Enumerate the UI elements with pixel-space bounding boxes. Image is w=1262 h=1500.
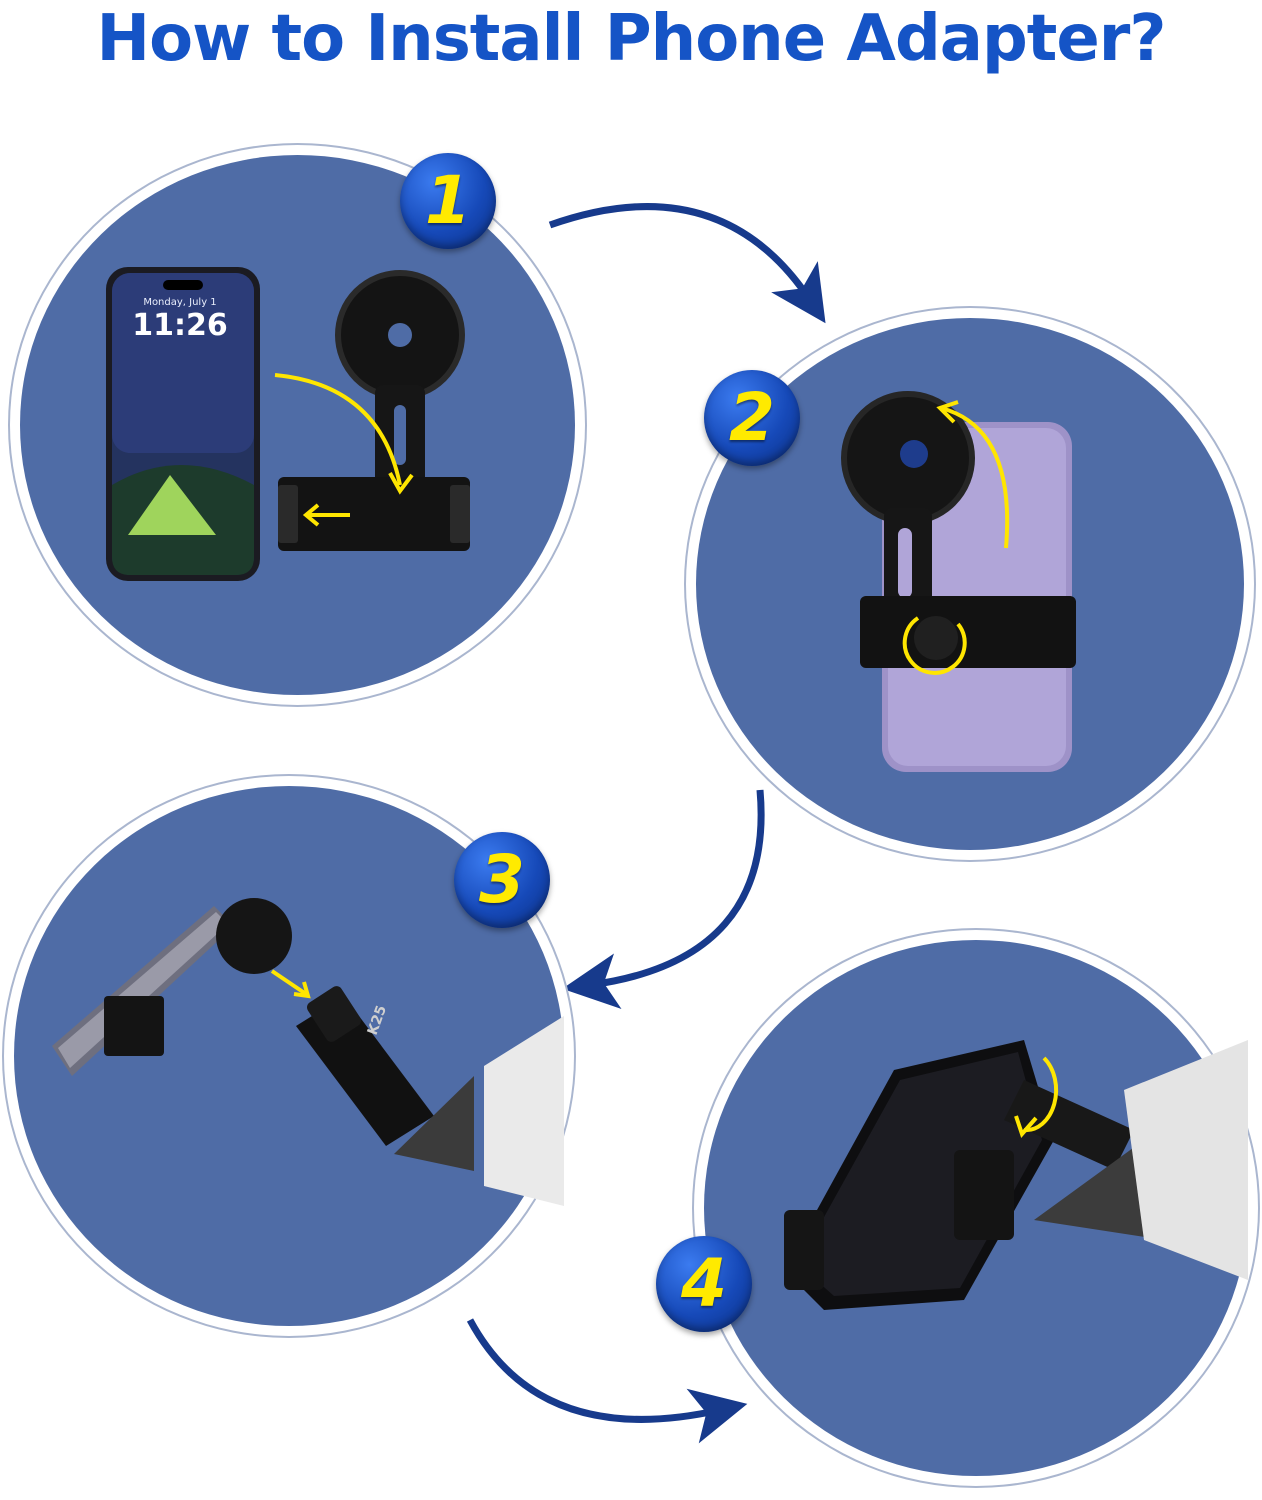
step-4-panel: 4 [656,940,1248,1476]
step-4-badge: 4 [656,1236,752,1332]
step-1-illustration: Monday, July 1 11:26 [106,267,470,581]
flow-arrow-2-to-3 [562,789,765,1009]
hint-arrow-insert [270,969,308,996]
step-4-illustration [784,1040,1248,1310]
phone-date-text: Monday, July 1 [143,297,216,308]
step-3-badge: 3 [454,832,550,928]
step-2-panel: 2 [696,318,1244,850]
step-2-badge: 2 [704,370,800,466]
flow-arrow-1-to-2 [548,203,826,324]
phone-mounted-on-telescope-image [784,1040,1248,1310]
adapter-mounted-image [841,391,1076,668]
adapter-image [278,270,470,551]
eyepiece-marking: K25 [365,1003,390,1037]
phone-with-adapter-image [52,898,292,1076]
page-title: How to Install Phone Adapter? [96,2,1167,76]
step-1-panel: Monday, July 1 11:26 1 [20,153,575,695]
hint-arrow-curve [274,373,402,486]
hint-arrow-rotate-knob [940,406,1010,549]
step-2-illustration [841,391,1076,772]
step-1-badge: 1 [400,153,496,249]
hint-arrow-rotate-screw [902,616,967,675]
telescope-eyepiece-image [296,986,564,1206]
hint-arrow-tighten [1023,1056,1059,1133]
step-3-illustration: K25 [52,898,564,1206]
step-3-panel: K25 3 [14,786,564,1326]
phone-time-text: 11:26 [132,308,228,343]
phone-front-image [106,267,260,581]
flow-arrow-3-to-4 [466,1318,748,1444]
